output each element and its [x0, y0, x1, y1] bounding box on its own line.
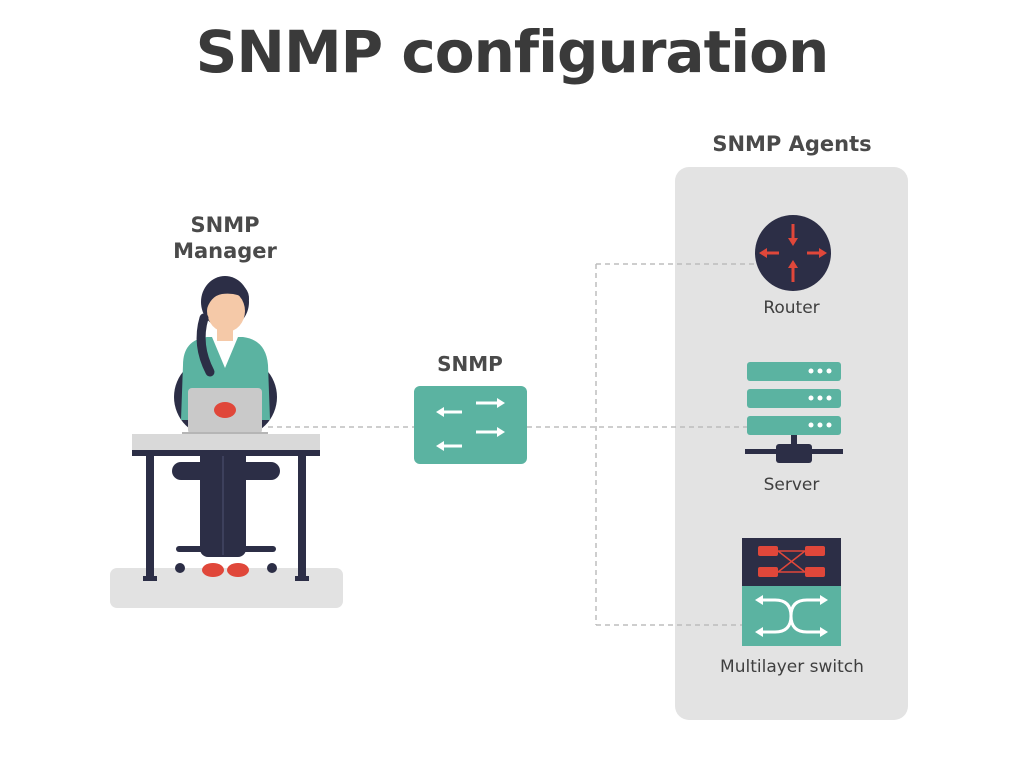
connector-lines: [268, 263, 755, 626]
server-label: Server: [763, 475, 820, 495]
desk-icon: [132, 434, 320, 581]
snmp-agents-heading: SNMP Agents: [712, 132, 872, 156]
router-icon: [755, 215, 831, 291]
server-icon: [745, 362, 843, 463]
router-label: Router: [763, 298, 820, 318]
snmp-protocol-label: SNMP: [437, 352, 503, 376]
multilayer-switch-icon: [742, 538, 841, 646]
manager-label-line1: SNMP: [190, 213, 260, 237]
laptop-icon: [182, 388, 268, 436]
manager-label-line2: Manager: [173, 239, 277, 263]
diagram-title: SNMP configuration: [195, 18, 830, 86]
multilayer-switch-label: Multilayer switch: [720, 657, 864, 677]
floor-mat: [110, 568, 343, 608]
snmp-switch-icon: [414, 386, 527, 464]
